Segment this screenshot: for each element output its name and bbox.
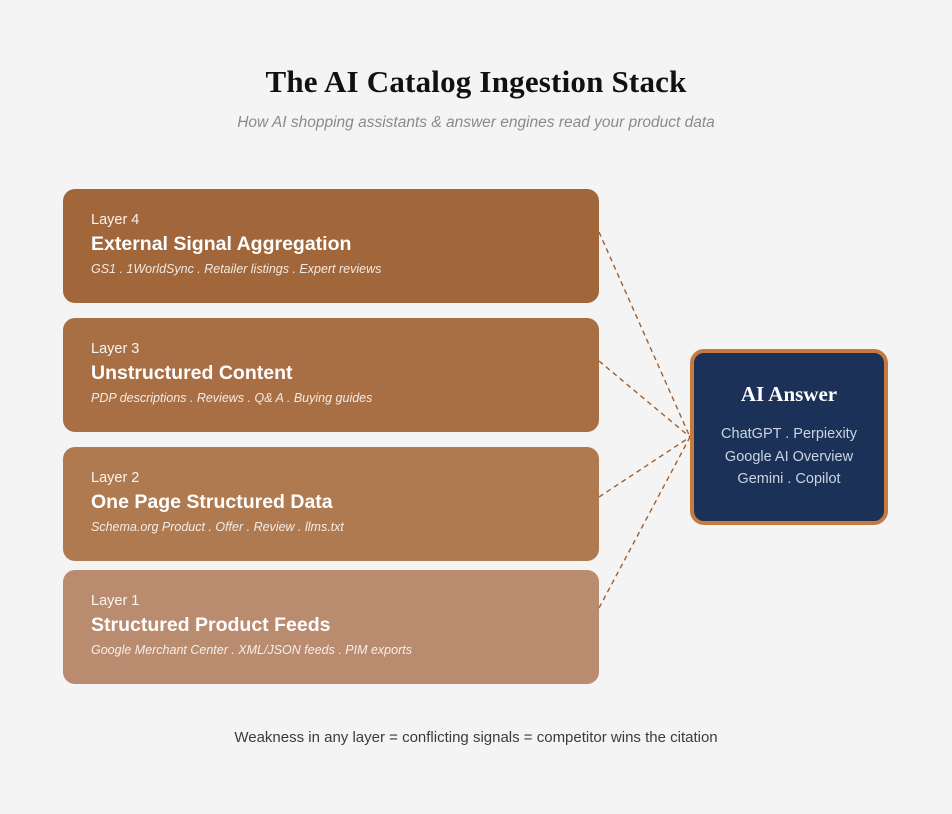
connector-layer2	[598, 436, 691, 498]
layer-4-title: External Signal Aggregation	[91, 233, 352, 256]
ai-answer-heading: AI Answer	[740, 382, 838, 406]
ai-answer-box[interactable]: AI Answer ChatGPT . Perpiexity Google AI…	[690, 349, 888, 525]
layer-1-title: Structured Product Feeds	[91, 614, 331, 637]
layer-3-items: PDP descriptions . Reviews . Q& A . Buyi…	[91, 390, 373, 405]
layer-2-kicker: Layer 2	[91, 470, 140, 486]
connector-layer4	[598, 231, 691, 438]
layer-3-kicker: Layer 3	[91, 341, 140, 357]
layer-2-items: Schema.org Product . Offer . Review . ll…	[91, 519, 344, 534]
connector-layer3	[598, 360, 691, 438]
layer-1-items: Google Merchant Center . XML/JSON feeds …	[91, 642, 412, 657]
page-title: The AI Catalog Ingestion Stack	[265, 64, 687, 99]
layer-2-title: One Page Structured Data	[91, 491, 333, 514]
page-subtitle: How AI shopping assistants & answer engi…	[237, 114, 715, 131]
layer-card-3[interactable]: Layer 3 Unstructured Content PDP descrip…	[63, 318, 599, 432]
ai-engine-line-1: ChatGPT . Perpiexity	[721, 426, 857, 443]
layer-3-title: Unstructured Content	[91, 362, 293, 385]
layer-4-kicker: Layer 4	[91, 212, 140, 228]
layer-card-4[interactable]: Layer 4 External Signal Aggregation GS1 …	[63, 189, 599, 303]
layer-4-items: GS1 . 1WorldSync . Retailer listings . E…	[91, 261, 382, 276]
layer-card-2[interactable]: Layer 2 One Page Structured Data Schema.…	[63, 447, 599, 561]
connector-layer1	[598, 436, 691, 609]
ai-engine-line-3: Gemini . Copilot	[737, 471, 841, 488]
ai-engine-line-2: Google AI Overview	[724, 448, 854, 465]
layer-card-1[interactable]: Layer 1 Structured Product Feeds Google …	[63, 570, 599, 684]
footer-note: Weakness in any layer = conflicting sign…	[234, 729, 718, 746]
layer-1-kicker: Layer 1	[91, 593, 140, 609]
